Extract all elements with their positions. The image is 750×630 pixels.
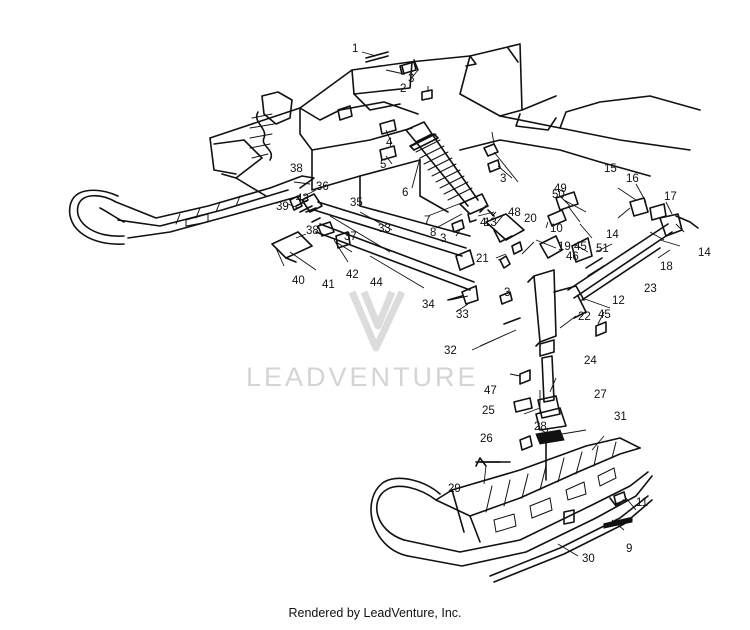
watermark-text: LEADVENTURE: [246, 362, 479, 392]
callout-label: 8: [430, 227, 436, 239]
callout-label: 49: [554, 183, 567, 195]
callout-label: 41: [322, 279, 335, 291]
callout-label: 3: [408, 73, 414, 85]
callout-label: 37: [344, 231, 357, 243]
callout-label: 47: [484, 385, 497, 397]
callout-labels: 1 2 3 3 3 3 4 4 5 6 7 8 9 10 11 12 13 14…: [276, 43, 711, 565]
callout-label: 27: [594, 389, 607, 401]
callout-label: 16: [626, 173, 639, 185]
callout-label: 29: [448, 483, 461, 495]
callout-label: 32: [444, 345, 457, 357]
callout-label: 14: [606, 229, 619, 241]
callout-label: 18: [660, 261, 673, 273]
callout-label: 33: [456, 309, 469, 321]
callout-label: 36: [316, 181, 329, 193]
callout-label: 10: [550, 223, 563, 235]
watermark: LEADVENTURE: [246, 290, 479, 392]
callout-label: 17: [664, 191, 677, 203]
callout-label: 13: [484, 217, 497, 229]
left-ski: [68, 175, 315, 245]
callout-label: 21: [476, 253, 489, 265]
watermark-logo: [348, 290, 406, 352]
callout-label: 3: [440, 233, 446, 245]
callout-label: 43: [296, 193, 309, 205]
callout-label: 39: [276, 201, 289, 213]
callout-label: 46: [566, 251, 579, 263]
callout-label: 30: [582, 553, 595, 565]
callout-label: 34: [422, 299, 435, 311]
callout-label: 14: [698, 247, 711, 259]
footer-credit: Rendered by LeadVenture, Inc.: [288, 606, 462, 620]
callout-label: 1: [352, 43, 358, 55]
callout-label: 2: [400, 83, 406, 95]
callout-label: 33: [378, 223, 391, 235]
callout-label: 28: [534, 421, 547, 433]
callout-label: 22: [578, 311, 591, 323]
tie-rod: [567, 197, 699, 319]
callout-label: 35: [350, 197, 363, 209]
chassis-frame: [209, 43, 701, 237]
callout-label: 12: [612, 295, 625, 307]
rear-suspension: [213, 91, 293, 197]
callout-label: 15: [604, 163, 617, 175]
callout-label: 50: [552, 189, 565, 201]
callout-label: 45: [598, 309, 611, 321]
callout-label: 25: [482, 405, 495, 417]
callout-label: 4: [480, 217, 487, 229]
radius-rods: [271, 193, 479, 305]
callout-label: 19: [558, 241, 571, 253]
callout-label: 3: [500, 173, 506, 185]
shock-absorber: [405, 121, 489, 223]
callout-label: 40: [292, 275, 305, 287]
callout-label: 6: [402, 187, 408, 199]
callout-label: 26: [480, 433, 493, 445]
hardware: [337, 51, 633, 529]
callout-label: 48: [508, 207, 521, 219]
callout-label: 9: [626, 543, 632, 555]
callout-label: 4: [386, 137, 393, 149]
callout-label: 24: [584, 355, 597, 367]
callout-label: 45: [574, 241, 587, 253]
callout-label: 3: [504, 287, 510, 299]
front-ski: [370, 437, 653, 583]
callout-label: 23: [644, 283, 657, 295]
callout-label: 44: [370, 277, 383, 289]
callout-label: 51: [596, 243, 609, 255]
callout-label: 42: [346, 269, 359, 281]
callout-label: 7: [424, 215, 430, 227]
callout-label: 38: [290, 163, 303, 175]
leader-lines: [275, 51, 685, 557]
spindle: [527, 269, 585, 481]
callout-label: 20: [524, 213, 537, 225]
callout-label: 5: [380, 159, 386, 171]
front-bracket: [479, 205, 593, 269]
callout-label: 11: [636, 497, 648, 509]
callout-label: 31: [614, 411, 627, 423]
callout-label: 38: [306, 225, 319, 237]
